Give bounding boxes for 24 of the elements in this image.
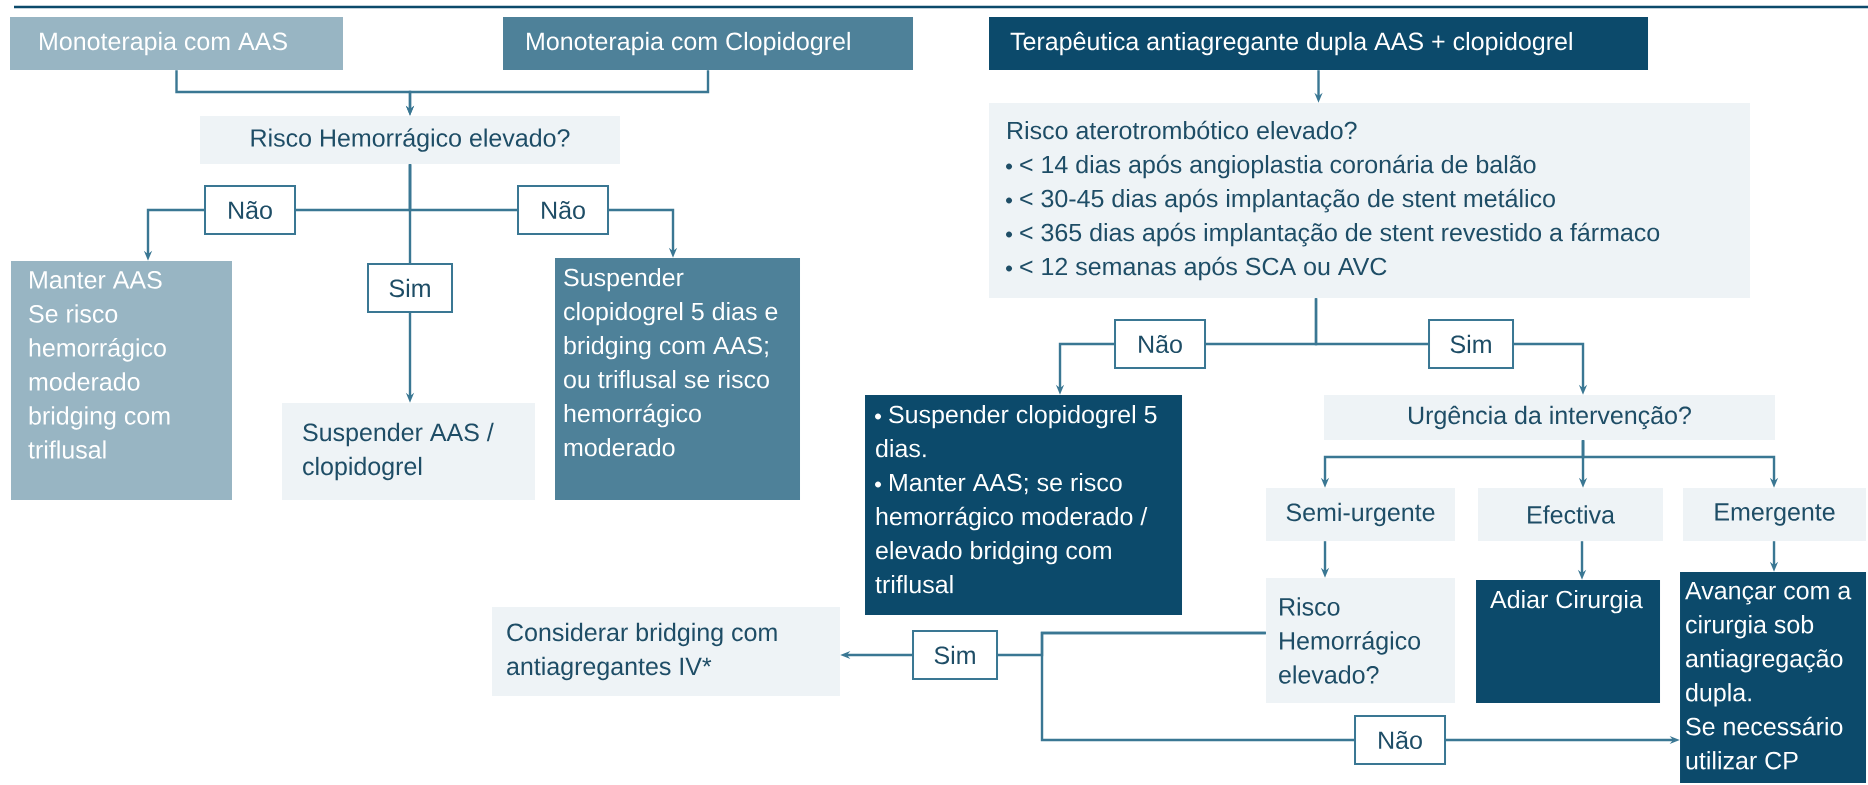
edge-label: Não [517, 185, 609, 235]
start-box: Terapêutica antiagregante dupla AAS + clopidogrel [989, 17, 1648, 70]
option-box: Efectiva [1478, 488, 1663, 541]
edge-label: Sim [1428, 319, 1514, 369]
edge-label: Não [1114, 319, 1206, 369]
process-box: Suspender clopidogrel 5 dias e bridging com AAS; ou triflusal se risco hemorrágico moderado [555, 258, 800, 500]
process-box: Adiar Cirurgia [1476, 580, 1660, 703]
process-box: Considerar bridging com antiagregantes IV* [492, 607, 840, 696]
edge-label: Sim [367, 263, 453, 313]
option-box: Semi-urgente [1266, 488, 1455, 541]
decision-box: Risco Hemorrágico elevado? [200, 116, 620, 164]
decision-box: Risco Hemorrágico elevado? [1266, 578, 1455, 703]
process-box: Suspender AAS / clopidogrel [282, 403, 535, 500]
process-box: Manter AAS Se risco hemorrágico moderado bridging com triflusal [11, 261, 232, 500]
process-box: Suspender clopidogrel 5 dias. Manter AAS; se risco hemorrágico moderado / elevado bridging com triflusal [865, 395, 1182, 615]
edge-label: Sim [912, 630, 998, 680]
edge-label: Não [1354, 715, 1446, 765]
option-box: Emergente [1683, 488, 1866, 541]
start-box: Monoterapia com AAS [10, 17, 343, 70]
edge-label: Não [204, 185, 296, 235]
process-box: Avançar com a cirurgia sob antiagregação dupla. Se necessário utilizar CP [1680, 572, 1866, 783]
start-box: Monoterapia com Clopidogrel [503, 17, 913, 70]
decision-box: Urgência da intervenção? [1324, 395, 1775, 440]
decision-box: Risco aterotrombótico elevado? < 14 dias após angioplastia coronária de balão < 30-45 dias após implantação de stent metálico < 365 dias após implantação de stent revestido a fármaco < 12 semanas após SCA ou AVC [989, 103, 1750, 298]
